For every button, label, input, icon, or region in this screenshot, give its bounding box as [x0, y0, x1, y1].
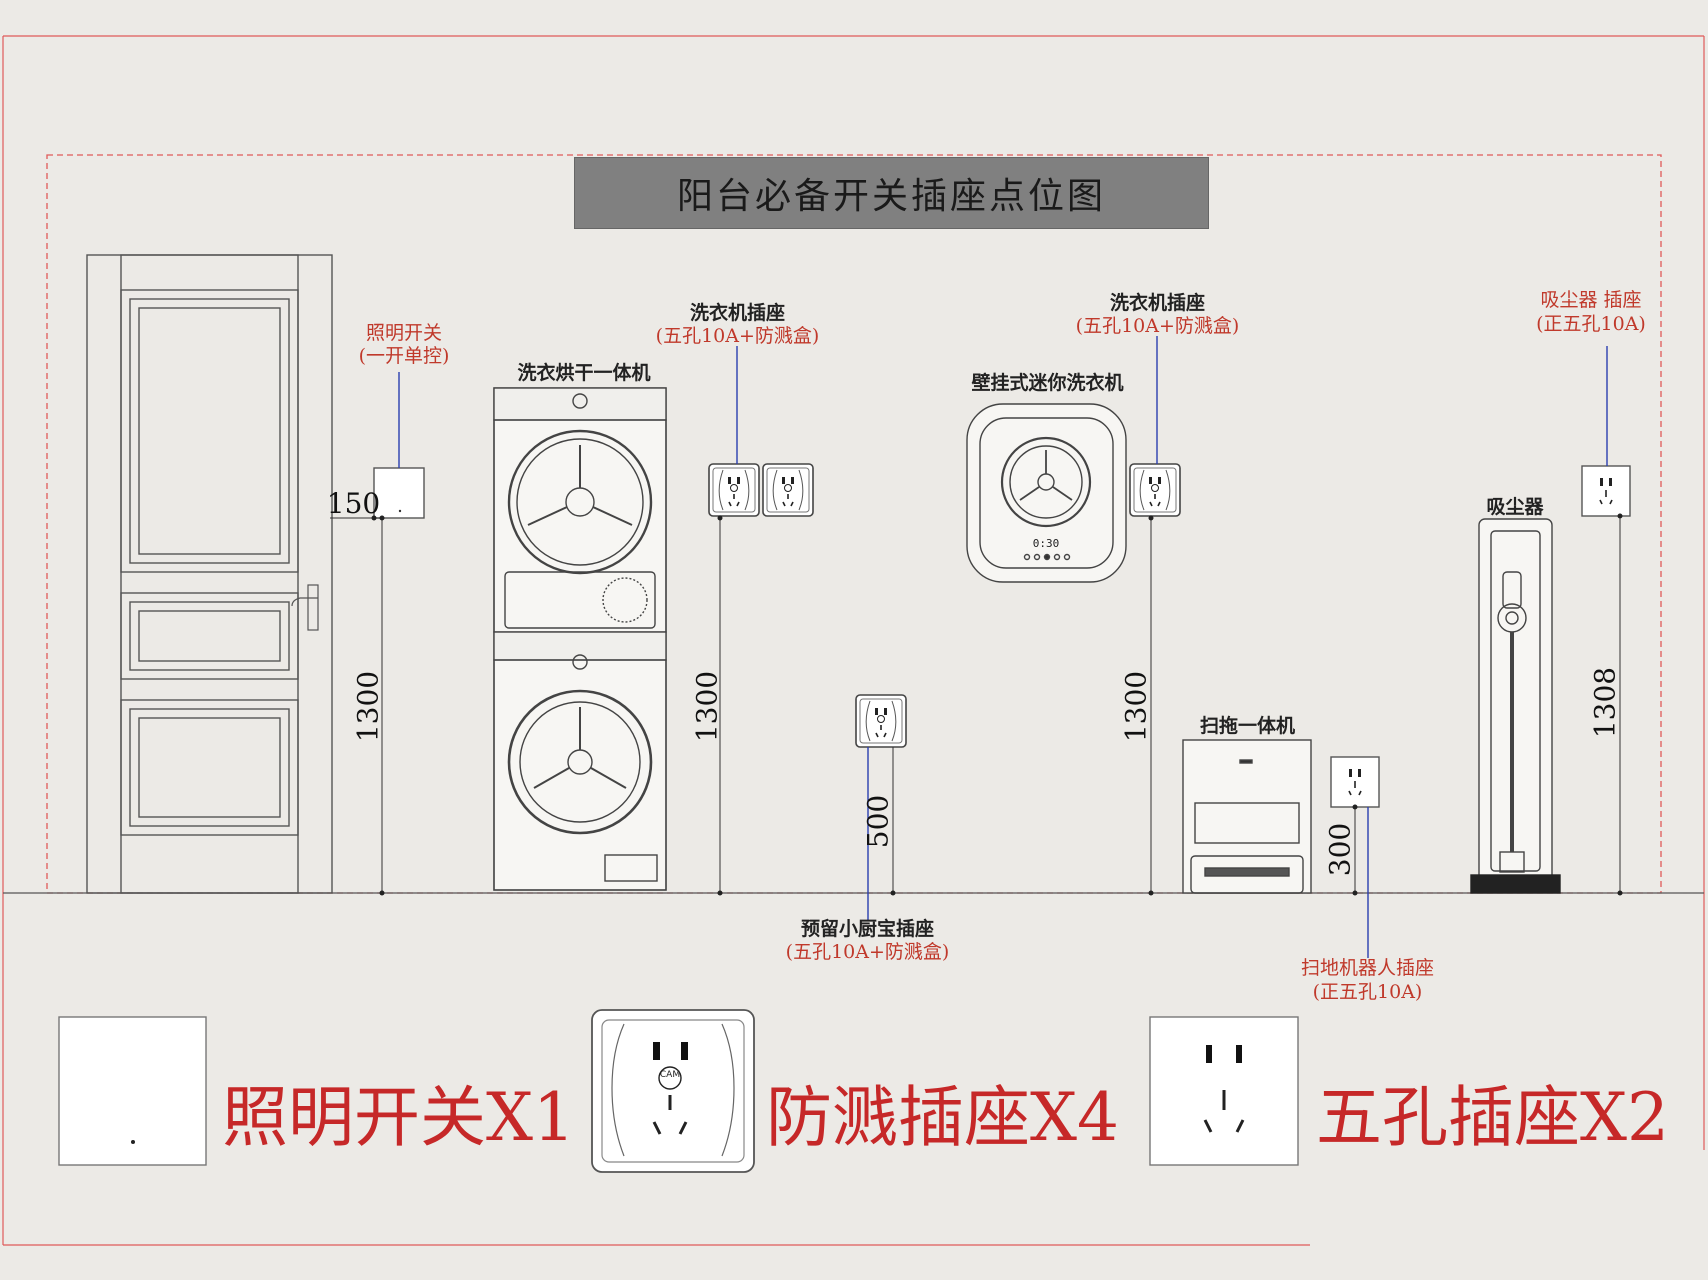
- kitchen-socket-label-spec: (五孔10A+防溅盒): [785, 941, 950, 963]
- vacuum-socket-label-spec: (正五孔10A): [1536, 313, 1646, 335]
- dim-kitchen-socket-height: 500: [861, 794, 895, 849]
- robot-socket-label-spec: (正五孔10A): [1312, 981, 1423, 1003]
- mop-unit-label: 扫拖一体机: [1199, 715, 1295, 737]
- wall-washer-label: 壁挂式迷你洗衣机: [971, 372, 1124, 394]
- washer-socket-right-label: 洗衣机插座 (五孔10A+防溅盒): [1060, 292, 1255, 338]
- robot-socket-label: 扫地机器人插座 (正五孔10A): [1285, 956, 1450, 1004]
- legend-splash-text: 防溅插座X4: [766, 1079, 1119, 1156]
- robot-socket: [1330, 756, 1380, 808]
- washer-dryer-label: 洗衣烘干一体机: [517, 362, 651, 384]
- washer-socket-left-a: [708, 463, 760, 517]
- outer-frame: [2, 35, 1705, 1246]
- robot-socket-label-name: 扫地机器人插座: [1300, 957, 1434, 979]
- vacuum-cleaner: [1470, 518, 1561, 894]
- dim-wall-washer-socket-height: 1300: [1119, 670, 1153, 743]
- wall-washer: [966, 403, 1127, 583]
- vacuum-label: 吸尘器: [1486, 496, 1544, 518]
- wall-boundary: [46, 154, 1662, 894]
- light-switch-label: 照明开关 (一开单控): [345, 322, 463, 368]
- dim-washer-socket-height: 1300: [690, 670, 724, 743]
- washer-socket-right-label-spec: (五孔10A+防溅盒): [1075, 315, 1240, 337]
- dim-vacuum-socket-height: 1308: [1588, 666, 1622, 739]
- light-switch-label-spec: (一开单控): [358, 345, 450, 367]
- kitchen-socket-label: 预留小厨宝插座 (五孔10A+防溅盒): [770, 918, 965, 964]
- kitchen-socket-label-name: 预留小厨宝插座: [800, 918, 934, 940]
- legend-five-hole-symbol: [1149, 1016, 1299, 1166]
- vacuum-socket-label-name: 吸尘器 插座: [1540, 289, 1642, 311]
- vacuum-socket: [1581, 465, 1631, 517]
- legend-five-hole-text: 五孔插座X2: [1316, 1079, 1669, 1156]
- light-switch-label-name: 照明开关: [365, 322, 442, 344]
- dim-switch-height: 1300: [351, 670, 385, 743]
- washer-socket-left-label-name: 洗衣机插座: [689, 302, 785, 324]
- mop-unit: [1182, 739, 1312, 894]
- washer-socket-right-label-name: 洗衣机插座: [1109, 292, 1205, 314]
- door: [86, 254, 333, 894]
- legend-brand-mark: CAM: [659, 1070, 681, 1080]
- legend-splash-symbol: [591, 1009, 755, 1173]
- light-switch-symbol: [373, 467, 425, 519]
- diagram-title: 阳台必备开关插座点位图: [574, 157, 1209, 229]
- dim-switch-offset: 150: [326, 487, 381, 520]
- washer-socket-left-label-spec: (五孔10A+防溅盒): [655, 325, 820, 347]
- washer-socket-right: [1129, 463, 1181, 517]
- legend-switch-text: 照明开关X1: [222, 1079, 575, 1156]
- kitchen-socket: [855, 694, 907, 748]
- vacuum-socket-label: 吸尘器 插座 (正五孔10A): [1526, 288, 1656, 336]
- washer-socket-left-label: 洗衣机插座 (五孔10A+防溅盒): [640, 302, 835, 348]
- washer-dryer-stack: [493, 387, 667, 891]
- dim-robot-socket-height: 300: [1323, 822, 1357, 877]
- wall-washer-timer: 0:30: [1032, 537, 1060, 550]
- washer-socket-left-b: [762, 463, 814, 517]
